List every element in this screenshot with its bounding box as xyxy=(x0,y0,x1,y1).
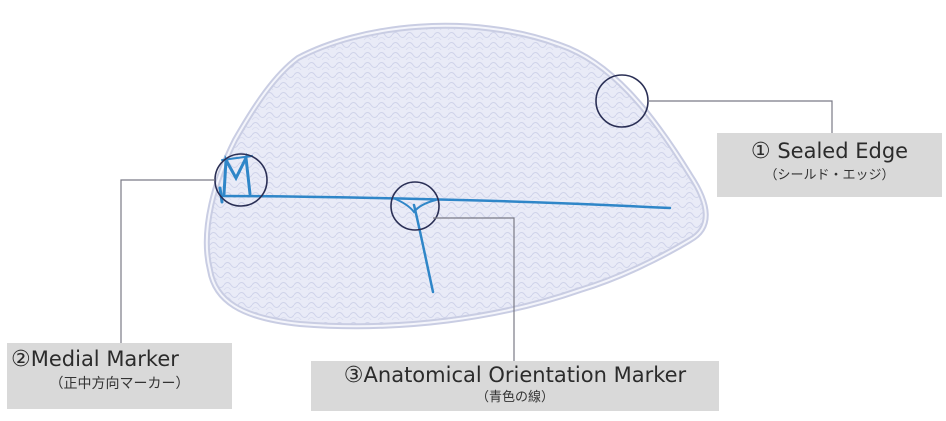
medial-marker-text: Medial Marker xyxy=(30,347,179,371)
label-orientation-marker: ③Anatomical Orientation Marker （青色の線） xyxy=(311,361,719,411)
medial-marker-title: ②Medial Marker xyxy=(7,347,232,372)
sealed-edge-text: Sealed Edge xyxy=(777,139,909,163)
sealed-edge-title: ① Sealed Edge xyxy=(717,139,942,164)
medial-m-symbol xyxy=(222,152,252,196)
orientation-marker-title: ③Anatomical Orientation Marker xyxy=(311,363,719,388)
callout-circle-orientation-marker xyxy=(390,181,440,231)
leader-lines xyxy=(120,100,833,361)
label-sealed-edge: ① Sealed Edge （シールド・エッジ） xyxy=(717,133,942,197)
sealed-edge-japanese: （シールド・エッジ） xyxy=(764,168,895,184)
callout-number-3: ③ xyxy=(343,363,364,388)
label-medial-marker: ②Medial Marker （正中方向マーカー） xyxy=(7,343,232,409)
horizontal-marker-line xyxy=(220,194,672,210)
callout-number-2: ② xyxy=(11,347,31,372)
mesh-patch xyxy=(203,22,709,330)
medial-marker-japanese: （正中方向マーカー） xyxy=(49,376,190,393)
orientation-marker-japanese: （青色の線） xyxy=(475,390,554,406)
blue-marker-lines xyxy=(218,152,672,294)
callout-number-1: ① xyxy=(750,139,771,164)
vertical-marker-line xyxy=(412,203,435,294)
orientation-marker-text: Anatomical Orientation Marker xyxy=(363,363,687,387)
